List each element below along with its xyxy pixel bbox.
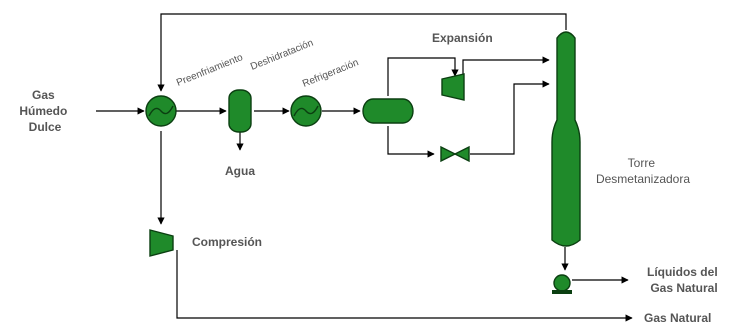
compresion-label: Compresión (192, 235, 262, 249)
overhead-recycle-line (157, 13, 567, 92)
refrigeracion-label: Refrigeración (301, 57, 360, 89)
vertical-vessel-icon (228, 89, 252, 133)
torre-label: Torre Desmetanizadora (596, 156, 690, 186)
chiller-heat-exchanger-icon (290, 95, 322, 127)
sales-gas-line (176, 250, 633, 322)
preenfriamiento-label: Preenfriamiento (175, 52, 245, 89)
gas-natural-label: Gas Natural (644, 311, 711, 324)
pump-icon (552, 274, 572, 294)
turboexpander-icon (441, 73, 465, 101)
valve-outlet-line (470, 80, 550, 155)
expander-outlet-line (462, 56, 550, 80)
compressor-icon (149, 229, 174, 257)
feed-gas-label: Gas Húmedo Dulce (19, 88, 70, 134)
horizontal-vessel-icon (362, 98, 414, 124)
liquidos-label: Líquidos del Gas Natural (647, 265, 721, 295)
expansion-label: Expansión (432, 31, 493, 45)
deshidratacion-label: Deshidratación (249, 38, 315, 73)
agua-label: Agua (225, 164, 255, 178)
heat-exchanger-icon (145, 95, 177, 127)
separator-liquid-line (387, 126, 435, 158)
pipes (96, 13, 633, 322)
valve-icon (440, 145, 470, 163)
column-icon (551, 31, 581, 247)
separator-vapor-line (387, 57, 459, 96)
